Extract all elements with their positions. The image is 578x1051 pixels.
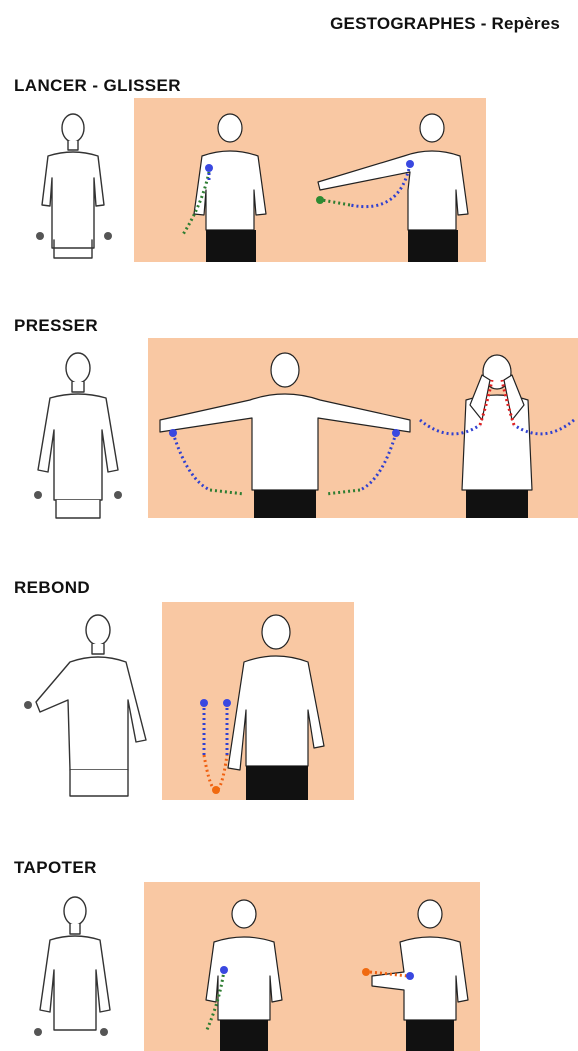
reference-figure-tapoter (34, 897, 110, 1036)
reference-figure-presser (34, 353, 122, 518)
section-label-tapoter: TAPOTER (14, 858, 97, 878)
reference-figure-rebond (24, 615, 146, 796)
section-label-rebond: REBOND (14, 578, 90, 598)
section-label-presser: PRESSER (14, 316, 98, 336)
reference-figure-lancer (36, 114, 112, 258)
